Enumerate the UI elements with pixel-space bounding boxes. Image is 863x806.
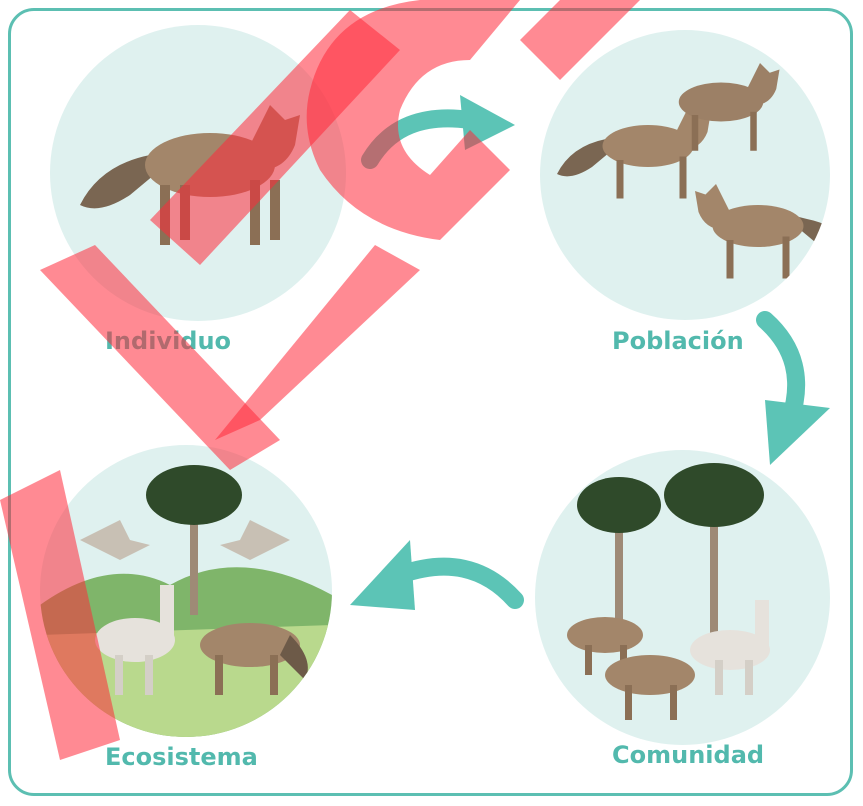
label-community: Comunidad [612, 741, 764, 769]
label-individual: Individuo [105, 327, 231, 355]
arrow-community-to-ecosystem [350, 540, 515, 610]
label-ecosystem: Ecosistema [105, 743, 258, 771]
label-population: Población [612, 327, 744, 355]
arrow-individual-to-population [370, 95, 515, 160]
arrow-population-to-community [765, 320, 830, 465]
